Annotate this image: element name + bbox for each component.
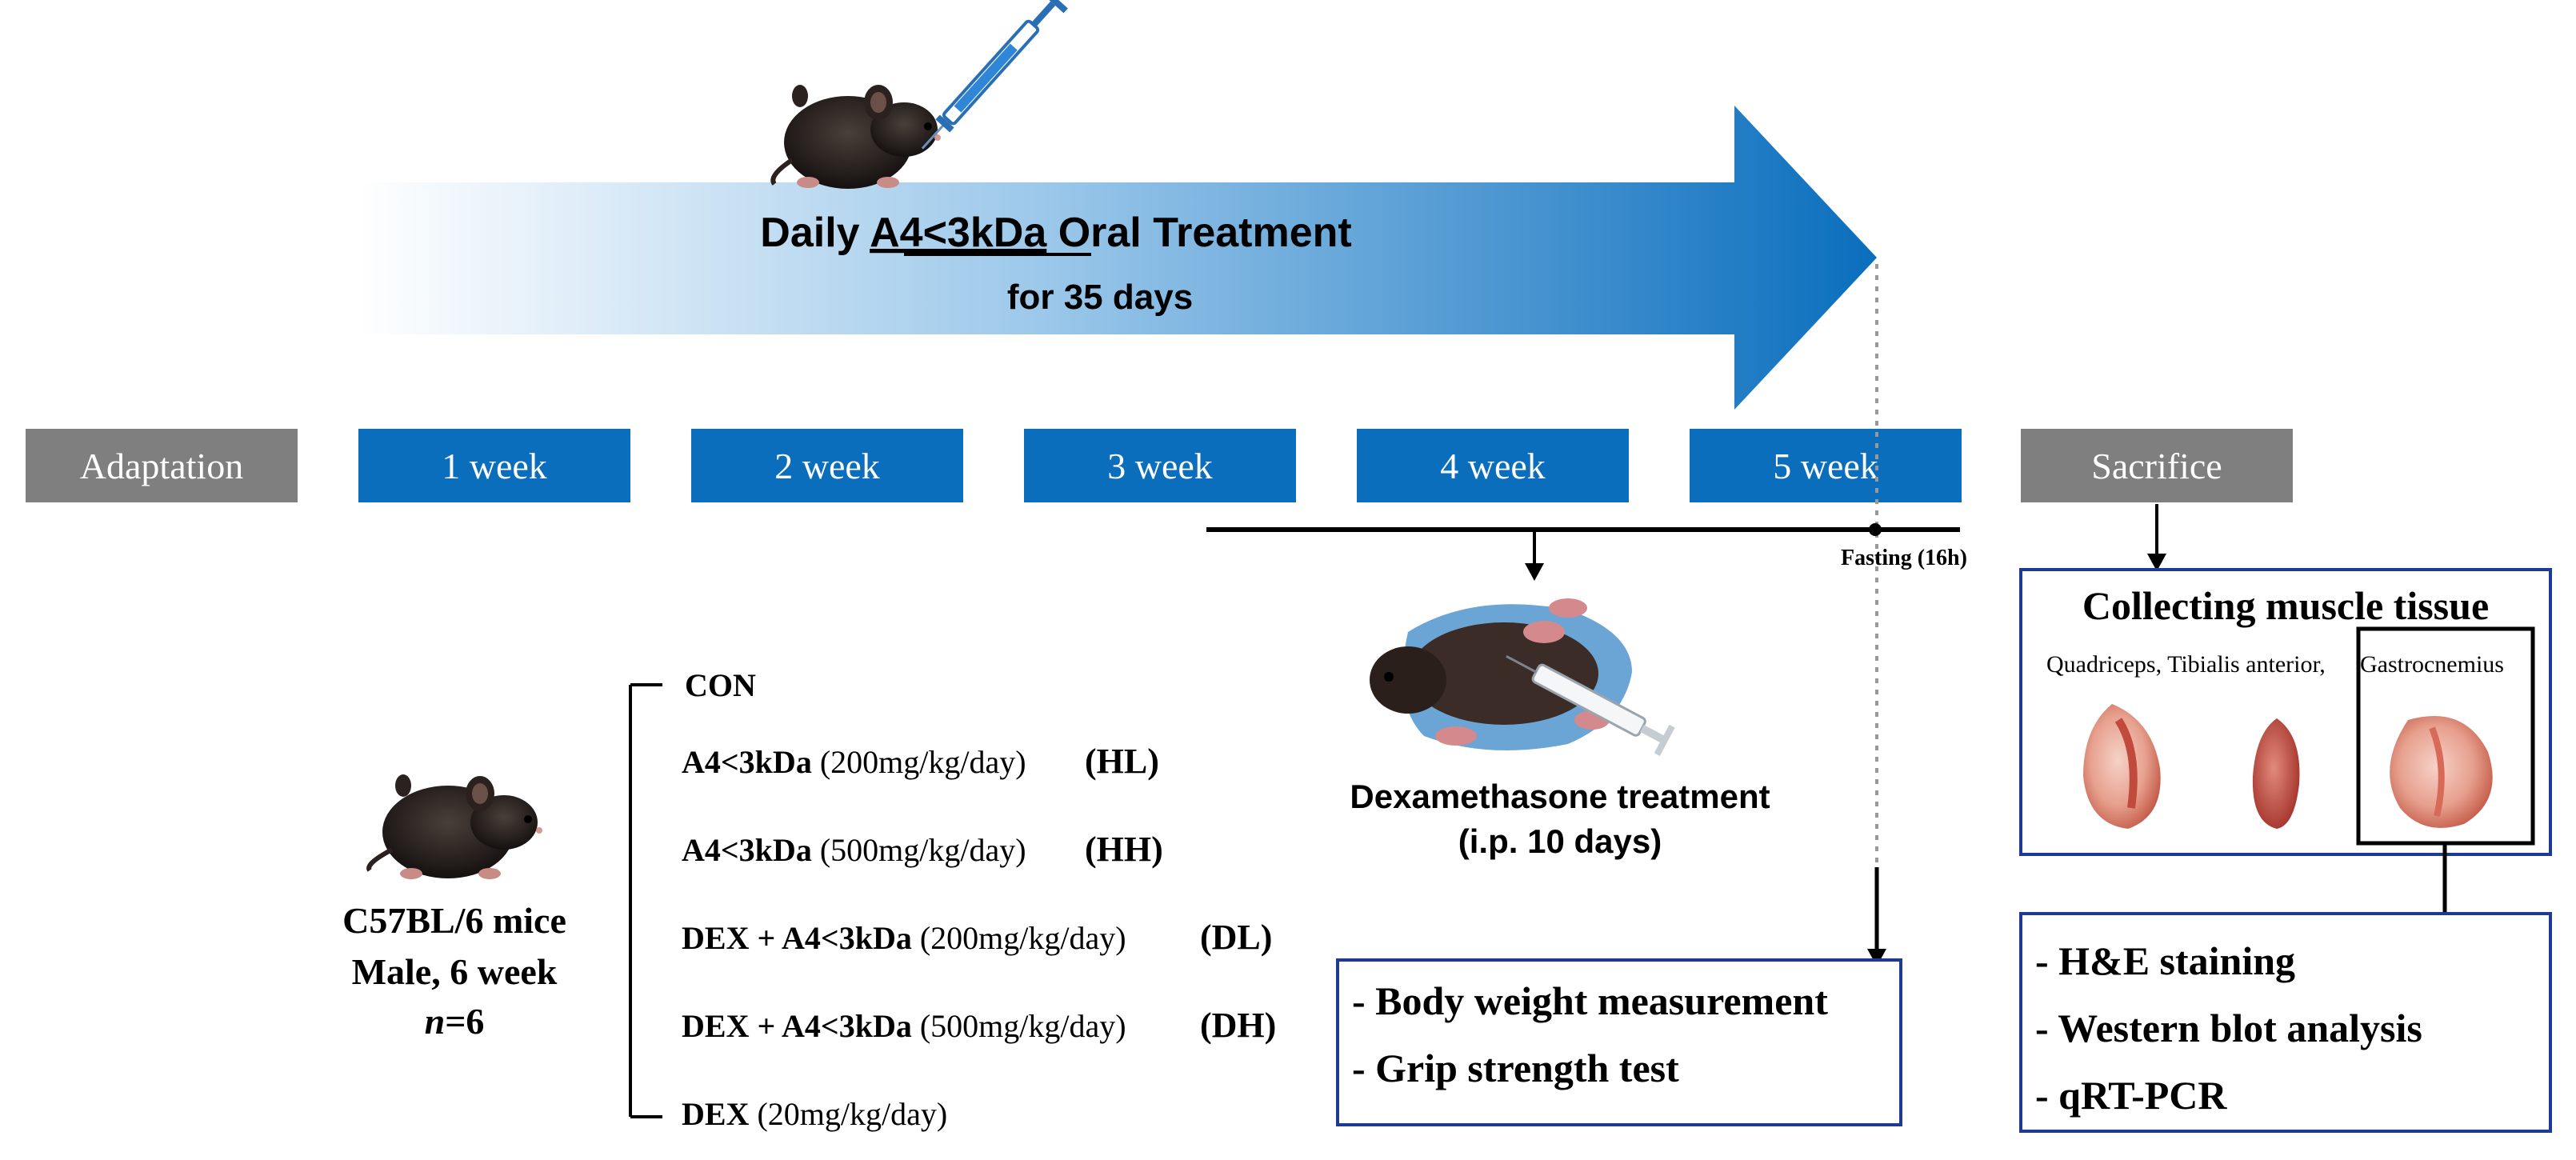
svg-text:3 week: 3 week <box>1107 446 1213 486</box>
measurement-item-2: - Grip strength test <box>1352 1046 1679 1090</box>
gastrocnemius-highlight <box>2356 626 2535 846</box>
sacrifice-box: Sacrifice <box>2021 429 2293 502</box>
group-dl: DEX + A4<3kDa (200mg/kg/day) <box>682 920 1126 956</box>
group-dex: DEX (20mg/kg/day) <box>682 1096 947 1132</box>
measurement-box: - Body weight measurement - Grip strengt… <box>1336 958 1902 1126</box>
sacrifice-arrow <box>2147 504 2166 571</box>
svg-text:5 week: 5 week <box>1773 446 1878 486</box>
svg-text:Adaptation: Adaptation <box>80 446 243 486</box>
muscle-tissues-right: Gastrocnemius <box>2360 651 2504 678</box>
adaptation-box: Adaptation <box>26 429 298 502</box>
week-4-box: 4 week <box>1357 429 1629 502</box>
analysis-box: - H&E staining - Western blot analysis -… <box>2019 912 2552 1133</box>
mouse-top-icon <box>770 85 941 189</box>
group-hh-code: (HH) <box>1085 830 1163 869</box>
week-1-box: 1 week <box>358 429 630 502</box>
tibialis-anterior-image <box>2252 718 2300 829</box>
dex-treatment-line1: Dexamethasone treatment <box>1350 778 1770 815</box>
week-5-box: 5 week <box>1690 429 1962 502</box>
dex-treatment-line2: (i.p. 10 days) <box>1458 822 1662 860</box>
muscle-title: Collecting muscle tissue <box>2082 583 2489 628</box>
mouse-strain: C57BL/6 mice <box>342 900 566 941</box>
syringe-top-icon <box>921 0 1068 150</box>
group-dh-code: (DH) <box>1200 1006 1276 1045</box>
svg-text:1 week: 1 week <box>442 446 547 486</box>
group-dh: DEX + A4<3kDa (500mg/kg/day) <box>682 1008 1126 1044</box>
week-3-box: 3 week <box>1024 429 1296 502</box>
svg-text:Sacrifice: Sacrifice <box>2091 446 2222 486</box>
treatment-arrow <box>358 106 1877 410</box>
group-hl-code: (HL) <box>1085 742 1159 781</box>
analysis-item-2: - Western blot analysis <box>2035 1006 2422 1050</box>
group-con: CON <box>685 667 756 703</box>
fasting-label: Fasting (16h) <box>1841 546 1967 570</box>
muscle-tissue-box: Collecting muscle tissue Quadriceps, Tib… <box>2019 568 2552 856</box>
group-hh: A4<3kDa (500mg/kg/day) <box>682 832 1026 868</box>
dex-injection-image <box>1370 598 1675 756</box>
analysis-item-3: - qRT-PCR <box>2035 1073 2227 1118</box>
timeline: Adaptation 1 week 2 week 3 week 4 week 5… <box>26 429 2293 502</box>
svg-text:2 week: 2 week <box>774 446 880 486</box>
group-list: CON A4<3kDa (200mg/kg/day) (HL) A4<3kDa … <box>682 667 1276 1132</box>
week-2-box: 2 week <box>691 429 963 502</box>
group-bracket <box>629 683 662 1118</box>
fasting-bracket <box>1869 523 1960 536</box>
analysis-item-1: - H&E staining <box>2035 938 2295 983</box>
mouse-left-icon <box>366 774 542 879</box>
arrow-subtitle: for 35 days <box>1007 278 1193 317</box>
mouse-n: n=6 <box>425 1001 485 1042</box>
muscle-tissues-left: Quadriceps, Tibialis anterior, <box>2046 651 2326 678</box>
mouse-sex-age: Male, 6 week <box>352 951 558 992</box>
dex-period-bracket <box>1206 527 1875 581</box>
measurement-arrow <box>1867 867 1886 966</box>
arrow-title: Daily A4<3kDa Oral Treatment <box>760 210 1351 256</box>
group-hl: A4<3kDa (200mg/kg/day) <box>682 744 1026 780</box>
svg-text:4 week: 4 week <box>1440 446 1546 486</box>
group-dl-code: (DL) <box>1200 918 1272 957</box>
quadriceps-image <box>2083 704 2161 829</box>
measurement-item-1: - Body weight measurement <box>1352 978 1828 1023</box>
